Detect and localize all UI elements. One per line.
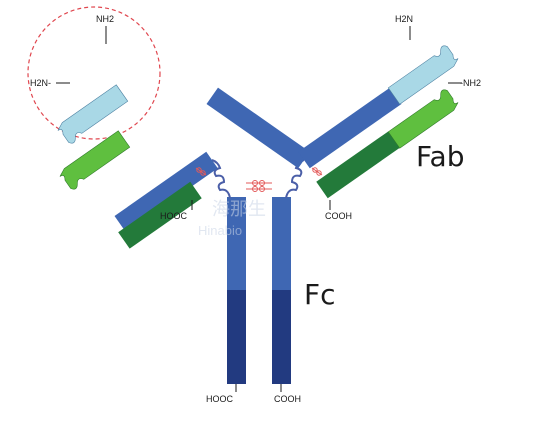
right-fab-light-variable bbox=[387, 89, 459, 149]
label-cooh-right-heavy: COOH bbox=[274, 394, 301, 404]
hinge-disulfide-bonds bbox=[246, 180, 272, 192]
fc-right-heavy-upper bbox=[272, 197, 291, 290]
fc-right-heavy-lower bbox=[272, 290, 291, 384]
right-fab-light-chain bbox=[316, 131, 400, 199]
watermark-en: Hinabio bbox=[198, 223, 242, 238]
right-fab-heavy-chain-fill bbox=[298, 87, 402, 169]
watermark-cn: 海那生 bbox=[212, 199, 266, 219]
right-fab-disulfide bbox=[311, 167, 323, 176]
left-hinge-coil bbox=[211, 159, 231, 199]
fc-left-heavy-lower bbox=[227, 290, 246, 384]
label-fab: Fab bbox=[416, 140, 464, 173]
label-fc: Fc bbox=[304, 278, 336, 311]
label-nh2-left-light: H2N- bbox=[30, 78, 51, 88]
label-nh2-left-heavy: NH2 bbox=[96, 14, 114, 24]
label-hooc-left-heavy: HOOC bbox=[206, 394, 234, 404]
label-cooh-right-light: COOH bbox=[325, 211, 352, 221]
left-fab-light-variable bbox=[59, 130, 131, 190]
label-hooc-left-light: HOOC bbox=[160, 211, 188, 221]
label-nh2-right-heavy: H2N bbox=[395, 14, 413, 24]
antigen-binding-highlight-circle bbox=[27, 6, 161, 140]
fc-left-heavy-upper bbox=[227, 197, 246, 290]
left-fab-heavy-variable bbox=[57, 84, 129, 144]
label-nh2-right-light: -NH2 bbox=[460, 78, 481, 88]
right-fab-heavy-variable bbox=[387, 45, 459, 105]
left-fab-light-chain bbox=[118, 181, 202, 249]
left-fab-disulfide bbox=[195, 167, 207, 176]
right-fab-heavy-chain bbox=[206, 87, 310, 169]
left-fab-heavy-chain bbox=[114, 151, 218, 233]
right-hinge-coil bbox=[285, 159, 305, 199]
